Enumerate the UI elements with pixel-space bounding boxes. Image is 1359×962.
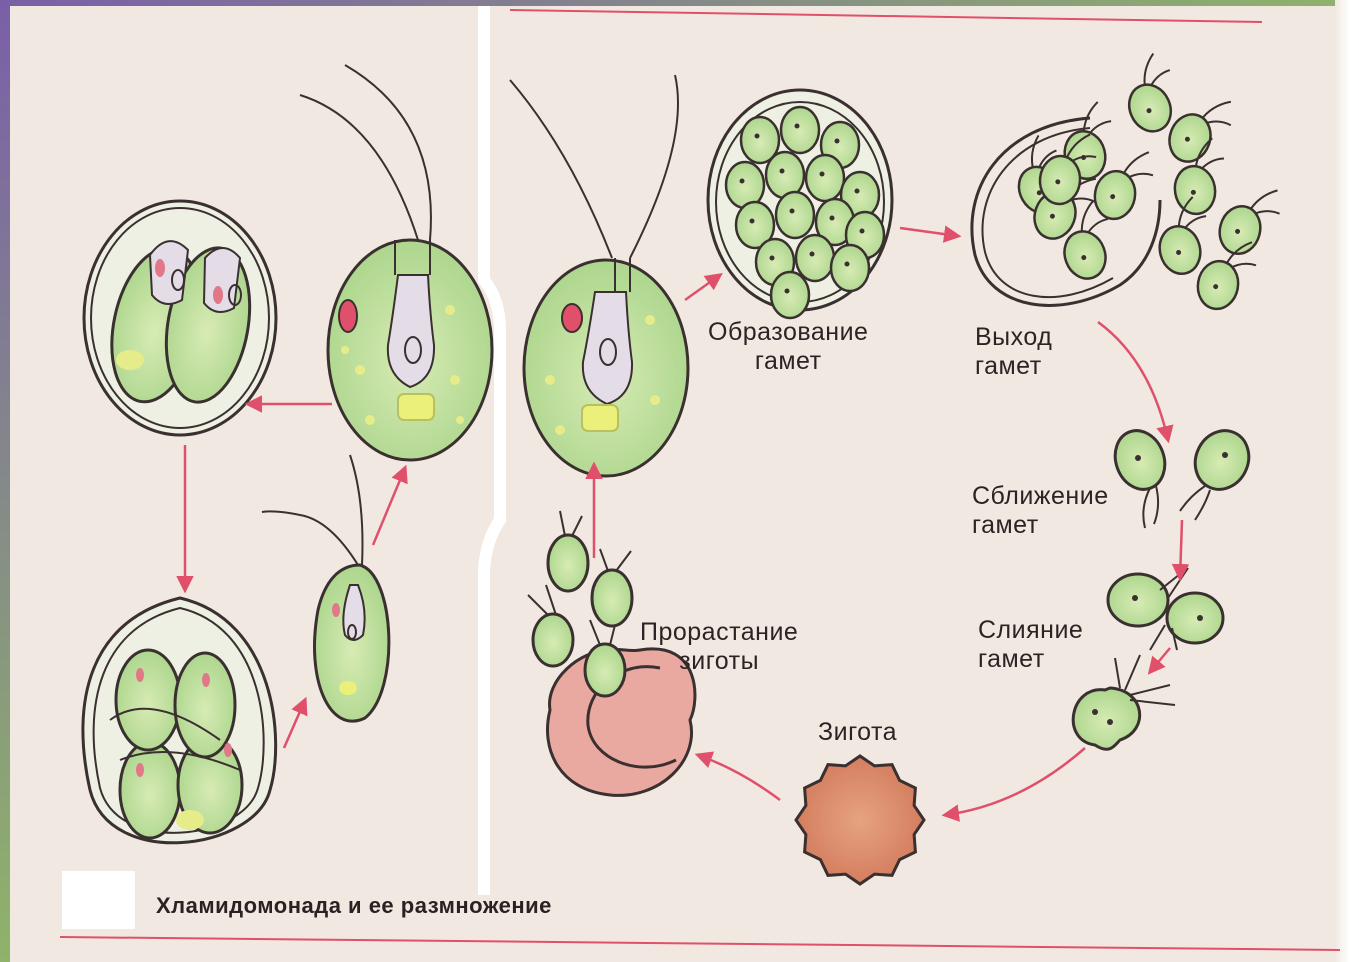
mature-cell-left (300, 65, 492, 460)
gamete-release (972, 50, 1285, 314)
arrow-right-1 (685, 275, 720, 300)
arrow-right-2 (900, 228, 958, 236)
page-fold-line (484, 6, 500, 895)
blank-label-box (62, 871, 135, 929)
figure-caption: Хламидомонада и ее размножение (156, 893, 552, 919)
packed-gamete (796, 235, 834, 281)
arrow-right-5 (1150, 648, 1170, 672)
label-zygote-germination: Прорастаниезиготы (640, 618, 798, 676)
top-rule (510, 10, 1262, 22)
gametes-fusing (1108, 568, 1223, 650)
gametes-approaching (1107, 422, 1258, 528)
arrow-right-7 (698, 755, 780, 800)
mature-cell-right (510, 75, 688, 476)
packed-gamete (781, 107, 819, 153)
arrow-right-6 (945, 748, 1085, 815)
free-gamete (1214, 178, 1285, 262)
arrow-right-3 (1098, 322, 1168, 440)
cell-dividing-two (84, 201, 276, 435)
gamete-formation-cell (708, 90, 892, 318)
packed-gamete (776, 192, 814, 238)
arrow-left-4 (373, 468, 405, 545)
zygote (796, 756, 924, 884)
label-zygote: Зигота (818, 718, 897, 747)
packed-gamete (831, 245, 869, 291)
bottom-rule (60, 937, 1340, 950)
merged-gamete (1073, 655, 1175, 749)
label-gamete-formation: Образованиегамет (708, 318, 868, 376)
packed-gamete (771, 272, 809, 318)
cell-dividing-four (83, 598, 276, 843)
label-gamete-approach: Сближениегамет (972, 482, 1109, 540)
free-gamete (1163, 86, 1238, 172)
packed-gamete (806, 155, 844, 201)
young-cell-left (262, 455, 389, 721)
label-gamete-fusion: Слияниегамет (978, 616, 1083, 674)
arrow-right-4 (1180, 520, 1182, 578)
label-gamete-release: Выходгамет (975, 323, 1052, 381)
arrow-left-3 (284, 700, 305, 748)
